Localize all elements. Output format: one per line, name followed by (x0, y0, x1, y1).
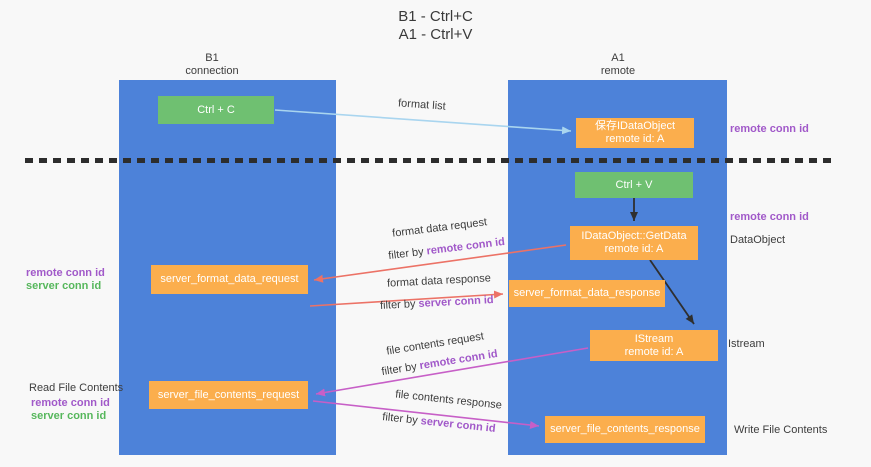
node-server-file-contents-request-label: server_file_contents_request (157, 388, 300, 401)
node-save-dataobject-line2: remote id: A (605, 133, 665, 145)
node-server-file-contents-response: server_file_contents_response (545, 416, 705, 443)
node-server-file-contents-request: server_file_contents_request (149, 381, 308, 409)
lifeline-a1-name: A1 (611, 52, 625, 64)
lifeline-header-b1: B1 connection (152, 52, 272, 78)
node-server-format-data-response-label: server_format_data_response (513, 287, 661, 299)
diagram-title: B1 - Ctrl+C A1 - Ctrl+V (0, 8, 871, 44)
node-save-dataobject-line1: 保存IDataObject (594, 120, 676, 132)
dashed-separator (25, 158, 832, 163)
node-getdata-line2: remote id: A (604, 243, 664, 255)
arrow-format-list (274, 109, 572, 135)
side-label-read-file-contents: Read File Contents (29, 382, 124, 394)
node-ctrl-c: Ctrl + C (158, 96, 274, 124)
side-label-server-conn-id-left1: server conn id (26, 280, 102, 292)
arrow-file-contents-request (315, 347, 589, 397)
side-label-server-conn-id-left2: server conn id (31, 410, 107, 422)
side-label-remote-conn-id-top: remote conn id (730, 123, 809, 135)
node-ctrl-v-label: Ctrl + V (615, 178, 653, 191)
node-save-dataobject: 保存IDataObject remote id: A (576, 118, 694, 148)
server-conn-id-text: server conn id (418, 294, 494, 310)
node-server-format-data-request-label: server_format_data_request (160, 273, 299, 285)
side-label-istream: Istream (728, 338, 765, 350)
title-line-2: A1 - Ctrl+V (398, 26, 473, 43)
side-label-remote-conn-id-left2: remote conn id (31, 397, 110, 409)
node-getdata: IDataObject::GetData remote id: A (570, 226, 698, 260)
side-label-remote-conn-id-mid: remote conn id (730, 211, 809, 223)
side-label-dataobject: DataObject (730, 234, 786, 246)
node-getdata-line1: IDataObject::GetData (581, 230, 687, 242)
side-label-write-file-contents: Write File Contents (734, 424, 828, 436)
arrow-format-data-response (309, 290, 504, 307)
lifeline-b1-role: connection (185, 65, 239, 77)
node-server-file-contents-response-label: server_file_contents_response (550, 423, 700, 435)
arrow-getdata-to-istream (649, 259, 695, 325)
node-ctrl-v: Ctrl + V (575, 172, 693, 198)
lifeline-a1-role: remote (600, 65, 636, 77)
node-server-format-data-response: server_format_data_response (509, 280, 665, 307)
filter-by-text: filter by (379, 297, 419, 312)
side-label-remote-conn-id-left1: remote conn id (26, 267, 105, 279)
node-istream: IStream remote id: A (590, 330, 718, 361)
arrow-file-contents-response (312, 400, 540, 429)
lifeline-b1-name: B1 (205, 52, 219, 64)
node-server-format-data-request: server_format_data_request (151, 265, 308, 294)
lifeline-header-a1: A1 remote (558, 52, 678, 78)
title-line-1: B1 - Ctrl+C (398, 8, 473, 25)
node-istream-line2: remote id: A (624, 345, 684, 358)
node-istream-line1: IStream (634, 332, 674, 345)
arrow-format-data-request (313, 244, 567, 283)
node-ctrl-c-label: Ctrl + C (197, 103, 235, 116)
